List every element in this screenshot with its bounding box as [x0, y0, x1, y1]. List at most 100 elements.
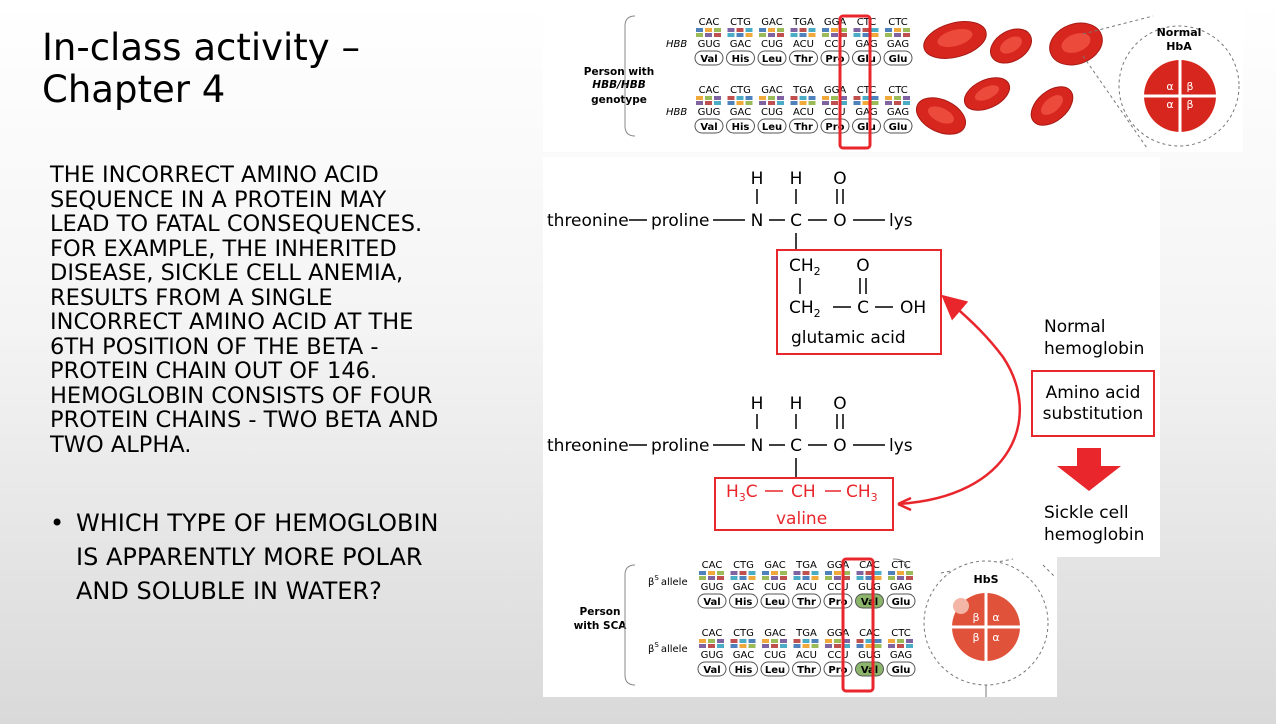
atom-c: C: [790, 211, 802, 231]
mrna-codon: GAG: [855, 107, 877, 118]
nucleotide-bar: [831, 96, 838, 100]
nucleotide-bar: [822, 33, 829, 37]
cell-highlight: [937, 28, 973, 48]
dna-codon: CAC: [702, 560, 723, 571]
amino-acid-pill: [757, 118, 787, 134]
valine-label: valine: [776, 509, 827, 529]
title-line: Chapter 4: [42, 68, 226, 111]
cell-highlight: [1041, 95, 1063, 115]
amino-acid-label: Pro: [825, 54, 844, 65]
amino-acid-pill: [726, 50, 755, 66]
amino-acid-pill: [792, 593, 821, 609]
dna-codon: CTC: [891, 560, 911, 571]
gene-label: HBB: [666, 107, 687, 118]
nucleotide-bar: [714, 101, 721, 105]
amino-acid-label: Glu: [889, 122, 908, 133]
dna-codon: CTG: [730, 17, 751, 28]
mrna-codon: GUG: [698, 107, 721, 118]
nucleotide-bar: [811, 639, 819, 643]
atom-n: N: [751, 436, 764, 456]
zoom-line: [1042, 564, 1056, 578]
nucleotide-bar: [777, 28, 784, 32]
nucleotide-bar: [699, 571, 706, 575]
valine-box: [714, 477, 894, 531]
nucleotide-bar: [717, 639, 724, 643]
nucleotide-bar: [777, 101, 784, 105]
subunit-label: β: [972, 611, 979, 624]
nucleotide-bar: [871, 33, 879, 37]
nucleotide-bar: [831, 28, 838, 32]
nucleotide-bar: [906, 576, 913, 580]
dna-codon: TGA: [792, 85, 814, 96]
nucleotide-bar: [894, 101, 901, 105]
paragraph-line: two alpha.: [50, 431, 192, 458]
mrna-codon: GAG: [890, 650, 912, 661]
nucleotide-bar: [745, 96, 753, 100]
ch-group: CH: [791, 482, 816, 502]
substitution-arrowhead: [897, 496, 912, 512]
mrna-codon: ACU: [796, 650, 817, 661]
dna-codon: GGA: [824, 85, 846, 96]
nucleotide-bar: [888, 639, 895, 643]
nucleotide-bar: [714, 28, 721, 32]
amino-acid-label: Glu: [892, 597, 911, 608]
amino-acid-label: Val: [861, 597, 878, 608]
nucleotide-bar: [856, 576, 864, 580]
nucleotide-bar: [714, 33, 721, 37]
nucleotide-bar: [871, 28, 879, 32]
dna-codon: GAC: [761, 85, 782, 96]
amino-acid-pill: [855, 661, 884, 677]
nucleotide-bar: [799, 28, 807, 32]
dna-codon: GAC: [761, 17, 782, 28]
nucleotide-bar: [739, 571, 747, 575]
nucleotide-bar: [865, 571, 873, 575]
nucleotide-bar: [748, 576, 756, 580]
nucleotide-bar: [802, 576, 810, 580]
nucleotide-bar: [885, 28, 892, 32]
sickle-hemoglobin-label: Sickle cell: [1044, 503, 1129, 523]
nucleotide-bar: [777, 96, 784, 100]
mrna-codon: CUG: [761, 39, 783, 50]
nucleotide-bar: [834, 576, 841, 580]
nucleotide-bar: [705, 33, 712, 37]
nucleotide-bar: [736, 101, 744, 105]
nucleotide-bar: [871, 96, 879, 100]
down-arrow-icon: [1057, 448, 1121, 491]
nucleotide-bar: [822, 96, 829, 100]
dna-codon: CAC: [859, 628, 880, 639]
nucleotide-bar: [874, 571, 882, 575]
nucleotide-bar: [897, 576, 904, 580]
title-line: In-class activity –: [42, 26, 360, 69]
nucleotide-bar: [714, 96, 721, 100]
nucleotide-bar: [762, 644, 769, 648]
subunit-label: α: [1166, 80, 1173, 93]
nucleotide-bar: [790, 96, 798, 100]
nucleotide-bar: [696, 28, 703, 32]
amino-acid-label: His: [735, 665, 753, 676]
subunit-label: α: [1166, 98, 1173, 111]
residue-lys: lys: [889, 211, 913, 231]
amino-acid-label: His: [735, 597, 753, 608]
amino-acid-pill: [729, 661, 758, 677]
amino-acid-pill: [789, 50, 818, 66]
dna-codon: GGA: [827, 628, 849, 639]
paragraph-line: For example, the inherited: [50, 235, 397, 262]
amino-acid-pill: [694, 50, 724, 66]
dna-codon: TGA: [795, 628, 817, 639]
amino-acid-pill: [823, 661, 853, 677]
mrna-codon: CUG: [764, 650, 786, 661]
ch3-group: CH3: [846, 482, 878, 504]
nucleotide-bar: [759, 33, 766, 37]
nucleotide-bar: [790, 101, 798, 105]
amino-acid-label: Leu: [762, 54, 782, 65]
residue-proline: proline: [651, 211, 710, 231]
subunit-label: α: [992, 631, 999, 644]
cell-highlight: [1000, 36, 1022, 54]
mrna-codon: GAC: [733, 582, 754, 593]
nucleotide-bar: [874, 644, 882, 648]
nucleotide-bar: [696, 96, 703, 100]
dna-codon: GAC: [764, 560, 785, 571]
dna-codon: TGA: [795, 560, 817, 571]
subunit-label: β: [1186, 80, 1193, 93]
